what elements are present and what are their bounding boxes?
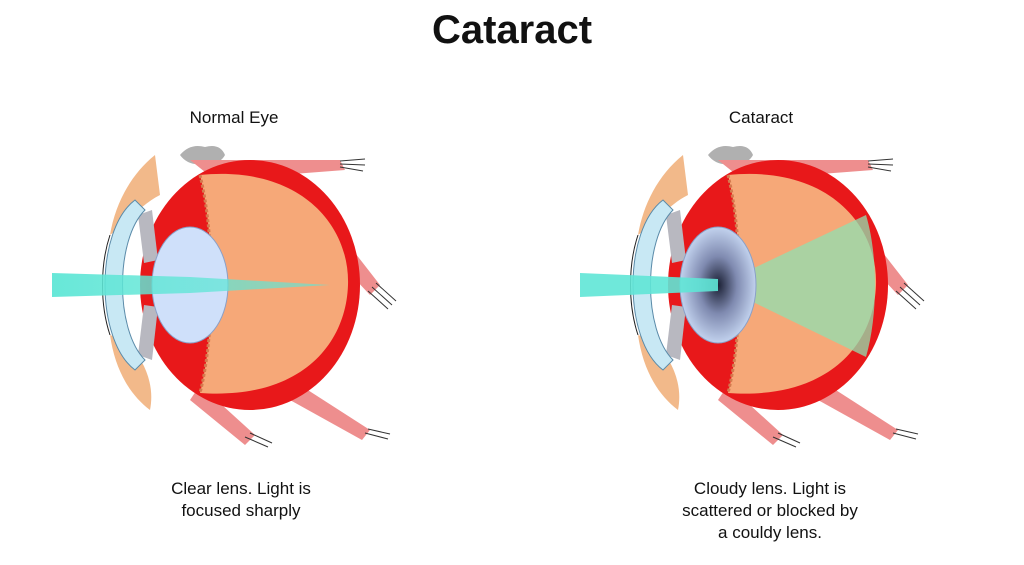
iris-upper	[666, 210, 686, 263]
fat-pad-icon	[180, 146, 225, 165]
caption-line: focused sharply	[181, 501, 301, 520]
lower-muscle	[718, 385, 783, 445]
cornea	[104, 199, 146, 371]
caption-line: Cloudy lens. Light is	[693, 479, 847, 498]
lower-right-muscle	[818, 385, 898, 440]
normal-eye-caption: Clear lens. Light is focused sharply	[111, 478, 371, 522]
normal-eye-diagram	[52, 146, 397, 448]
page-title: Cataract	[431, 8, 593, 52]
iris-lower	[666, 305, 686, 360]
cataract-eye-label: Cataract	[728, 108, 794, 127]
fat-pad-icon	[708, 146, 753, 165]
caption-line: a couldy lens.	[718, 523, 822, 542]
light-beam	[52, 273, 330, 297]
lower-right-muscle	[290, 385, 370, 440]
lower-muscle	[190, 385, 255, 445]
iris-upper	[138, 210, 158, 263]
iris-lower	[138, 305, 158, 360]
cornea	[632, 199, 674, 371]
normal-eye-label: Normal Eye	[189, 108, 279, 127]
scattered-light-cone	[718, 215, 875, 357]
caption-line: scattered or blocked by	[682, 501, 858, 520]
light-beam	[580, 273, 718, 297]
cataract-eye-diagram	[580, 146, 925, 448]
cataract-eye-caption: Cloudy lens. Light is scattered or block…	[640, 478, 900, 544]
caption-line: Clear lens. Light is	[171, 479, 311, 498]
